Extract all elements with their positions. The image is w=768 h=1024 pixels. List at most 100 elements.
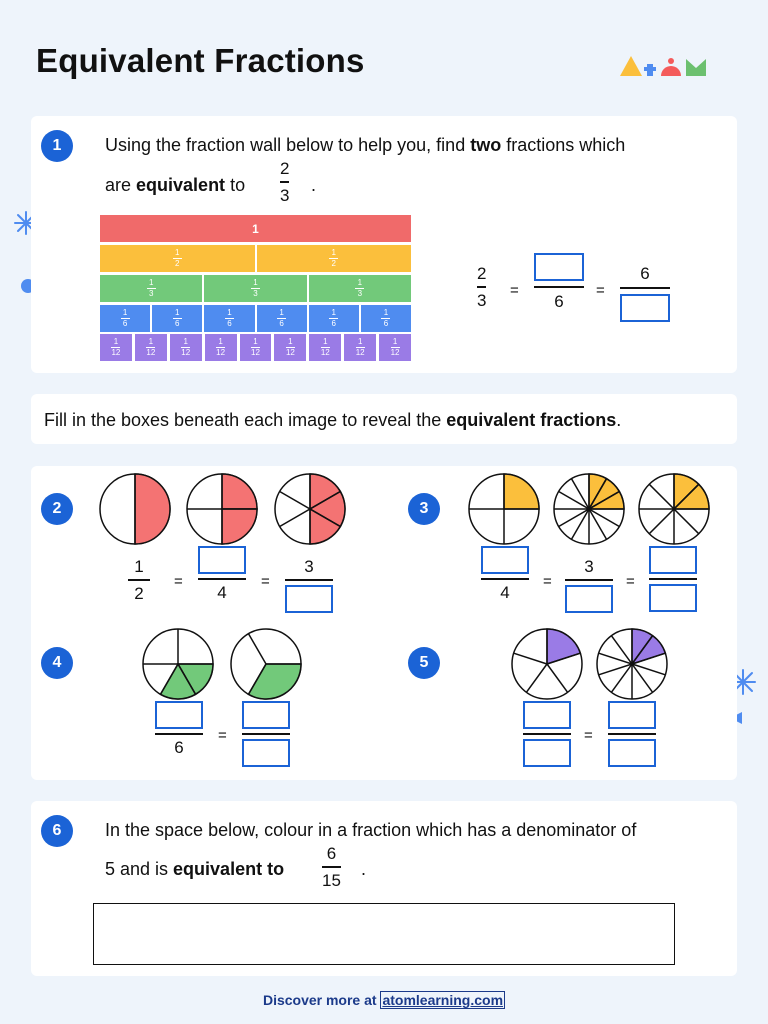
label: 3 bbox=[357, 289, 363, 298]
emphasis: equivalent fractions bbox=[446, 410, 617, 430]
answer-box-denominator[interactable] bbox=[523, 738, 571, 767]
emphasis: two bbox=[470, 135, 502, 155]
answer-box-numerator[interactable] bbox=[481, 546, 529, 574]
question-1-line-1: Using the fraction wall below to help yo… bbox=[105, 136, 625, 154]
numerator: 1 bbox=[134, 557, 144, 576]
q3-fraction-1: 4 bbox=[481, 546, 529, 601]
answer-box-numerator[interactable] bbox=[608, 701, 656, 729]
footer-link[interactable]: atomlearning.com bbox=[380, 991, 506, 1009]
answer-box-numerator[interactable] bbox=[198, 546, 246, 574]
answer-box-numerator[interactable] bbox=[242, 701, 290, 729]
question-1-line-2: are equivalent to bbox=[105, 176, 245, 194]
equals-sign: = bbox=[626, 573, 635, 590]
label: 3 bbox=[148, 289, 154, 298]
text: Using the fraction wall below to help yo… bbox=[105, 135, 471, 155]
numerator: 2 bbox=[280, 159, 290, 178]
label: 1 bbox=[175, 308, 180, 317]
atom-logo bbox=[620, 56, 706, 76]
answer-box-numerator[interactable] bbox=[534, 253, 584, 281]
page-title: Equivalent Fractions bbox=[36, 42, 365, 79]
question-number-6: 6 bbox=[41, 815, 73, 847]
text: Fill in the boxes beneath each image to … bbox=[44, 410, 447, 430]
label: 1 bbox=[392, 337, 398, 346]
answer-box-denominator[interactable] bbox=[620, 293, 670, 322]
answer-box-denominator[interactable] bbox=[242, 738, 290, 767]
q5-circles bbox=[511, 628, 668, 700]
q4-fraction-1: 6 bbox=[155, 701, 203, 756]
question-6-line-2: 5 and is equivalent to bbox=[105, 860, 284, 878]
q4-fraction-2 bbox=[242, 701, 290, 767]
colouring-area[interactable] bbox=[93, 903, 675, 965]
q5-fraction-2 bbox=[608, 701, 656, 767]
period: . bbox=[311, 175, 317, 195]
label: 1 bbox=[113, 337, 119, 346]
answer-box-numerator[interactable] bbox=[649, 546, 697, 574]
denominator: 15 bbox=[322, 870, 341, 890]
circle-sixths-two-shaded bbox=[142, 628, 214, 700]
label: 1 bbox=[148, 278, 154, 287]
denominator: 6 bbox=[554, 291, 564, 311]
question-number-2: 2 bbox=[41, 493, 73, 525]
circle-twelfths bbox=[553, 473, 625, 545]
denominator: 6 bbox=[174, 737, 184, 757]
equals-sign: = bbox=[174, 573, 183, 590]
label: 6 bbox=[331, 319, 336, 328]
answer-box-numerator[interactable] bbox=[155, 701, 203, 729]
equals-sign: = bbox=[510, 282, 519, 299]
equals-sign: = bbox=[543, 573, 552, 590]
denominator: 3 bbox=[477, 290, 487, 310]
label: 1 bbox=[357, 337, 363, 346]
label: 12 bbox=[390, 348, 400, 357]
question-number-1: 1 bbox=[41, 130, 73, 162]
label: 12 bbox=[216, 348, 226, 357]
circle-sixths bbox=[274, 473, 346, 545]
label: 6 bbox=[383, 319, 389, 328]
label: 1 bbox=[175, 248, 180, 257]
answer-box-denominator[interactable] bbox=[285, 584, 333, 613]
circle-halves bbox=[99, 473, 171, 545]
numerator: 3 bbox=[584, 557, 594, 576]
text: 5 and is bbox=[105, 859, 174, 879]
label: 1 bbox=[218, 337, 223, 346]
label: 1 bbox=[183, 337, 188, 346]
label: 1 bbox=[331, 248, 336, 257]
equals-sign: = bbox=[218, 727, 227, 744]
denominator: 2 bbox=[134, 583, 144, 603]
numerator: 3 bbox=[304, 557, 314, 576]
answer-box-denominator[interactable] bbox=[565, 584, 613, 613]
answer-box-denominator[interactable] bbox=[608, 738, 656, 767]
equals-sign: = bbox=[261, 573, 270, 590]
footer-text: Discover more at bbox=[262, 992, 381, 1008]
answer-box-denominator[interactable] bbox=[649, 583, 697, 612]
text: . bbox=[616, 410, 622, 430]
label: 1 bbox=[253, 337, 258, 346]
numerator: 6 bbox=[640, 264, 650, 283]
q3-fraction-2: 3 bbox=[565, 558, 613, 613]
label: 1 bbox=[288, 337, 293, 346]
answer-box-numerator[interactable] bbox=[523, 701, 571, 729]
label: 6 bbox=[175, 319, 180, 328]
q2-circles bbox=[99, 473, 346, 545]
label: 1 bbox=[253, 278, 258, 287]
numerator: 2 bbox=[477, 264, 487, 283]
label: 6 bbox=[122, 319, 128, 328]
text: to bbox=[225, 175, 246, 195]
footer: Discover more at atomlearning.com bbox=[0, 991, 768, 1009]
label: 12 bbox=[355, 348, 365, 357]
label: 12 bbox=[181, 348, 191, 357]
circle-thirds-one-shaded bbox=[230, 628, 302, 700]
